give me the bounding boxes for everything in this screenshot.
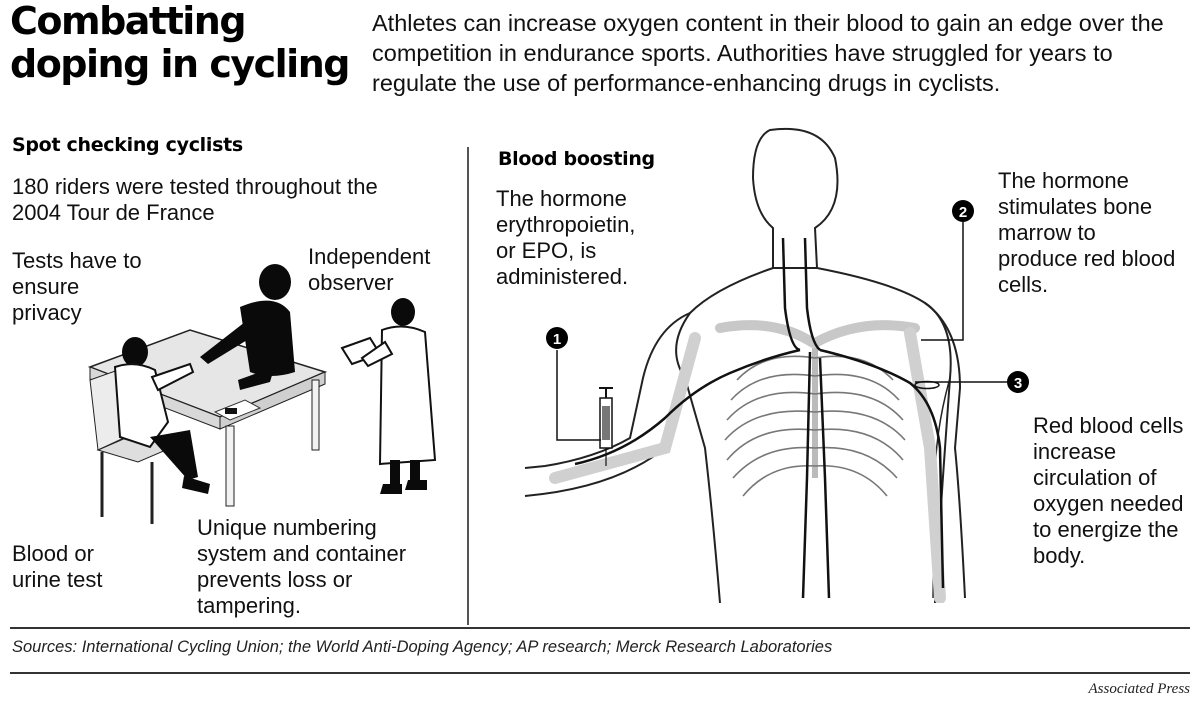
- footer-rule-top: [10, 627, 1190, 629]
- sample-container: [225, 408, 237, 414]
- cyclist-arm: [238, 332, 285, 390]
- tester-arm: [150, 362, 195, 392]
- sources-line: Sources: International Cycling Union; th…: [12, 638, 833, 656]
- vessel-highlight: [914, 380, 940, 390]
- observer-label: Independent observer: [308, 244, 431, 295]
- testing-scene-illustration: [87, 264, 437, 524]
- right-arm-outline: [924, 302, 966, 599]
- blood-boosting-heading: Blood boosting: [498, 148, 655, 170]
- observer-leg: [390, 460, 400, 488]
- step1-marker-number: 1: [553, 331, 561, 348]
- observer-leg: [410, 460, 420, 484]
- step2-text: The hormone stimulates bone marrow to pr…: [998, 168, 1176, 297]
- footer-rule-bottom: [10, 672, 1190, 674]
- blood-test-label: Blood or urine test: [12, 541, 103, 592]
- blood-vessels: [574, 237, 945, 599]
- left-arm-bone: [549, 332, 701, 484]
- rib-cage: [724, 355, 906, 497]
- step3-marker: 3: [1007, 371, 1029, 393]
- table-leg: [225, 425, 235, 507]
- observer-shoe: [405, 480, 427, 490]
- observer-arm: [360, 340, 394, 368]
- observer-coat: [378, 325, 437, 466]
- observer-shoe: [380, 484, 402, 494]
- tester-head: [122, 337, 148, 367]
- step2-leader-line: [921, 222, 964, 341]
- humerus: [904, 327, 946, 603]
- privacy-label: Tests have to ensure privacy: [12, 248, 142, 325]
- step3-marker-number: 3: [1014, 375, 1022, 392]
- torso-left-outline: [675, 267, 774, 603]
- cyclist-body: [240, 300, 295, 376]
- table-leg: [311, 379, 320, 451]
- tester-shoes: [182, 476, 210, 494]
- left-arm-outline: [524, 312, 691, 469]
- intro-text: Athletes can increase oxygen content in …: [372, 10, 1164, 96]
- step1-leader-line: [556, 350, 601, 441]
- spot-checking-heading: Spot checking cyclists: [12, 134, 243, 156]
- clavicle: [810, 320, 920, 348]
- step2-marker-number: 2: [959, 204, 967, 221]
- cyclist-arm: [200, 322, 252, 364]
- tester-legs: [150, 430, 198, 480]
- step1-marker: 1: [546, 327, 568, 349]
- head-outline: [751, 127, 839, 269]
- riders-tested-stat: 180 riders were tested throughout the 20…: [12, 174, 378, 225]
- numbering-label: Unique numbering system and container pr…: [197, 515, 407, 618]
- document-on-table: [213, 399, 262, 421]
- step2-marker: 2: [952, 200, 974, 222]
- observer-head: [391, 298, 415, 326]
- anatomy-illustration: 1 2 3: [524, 127, 1029, 603]
- credit-line: Associated Press: [1088, 681, 1190, 697]
- step1-text: The hormone erythropoietin, or EPO, is a…: [496, 186, 636, 289]
- cyclist-head: [259, 264, 291, 300]
- step3-text: Red blood cells increase circulation of …: [1033, 413, 1184, 568]
- syringe-icon: [599, 387, 613, 466]
- clavicle: [715, 320, 818, 348]
- page-title: Combatting doping in cycling: [10, 0, 350, 86]
- panel-divider: [467, 147, 469, 625]
